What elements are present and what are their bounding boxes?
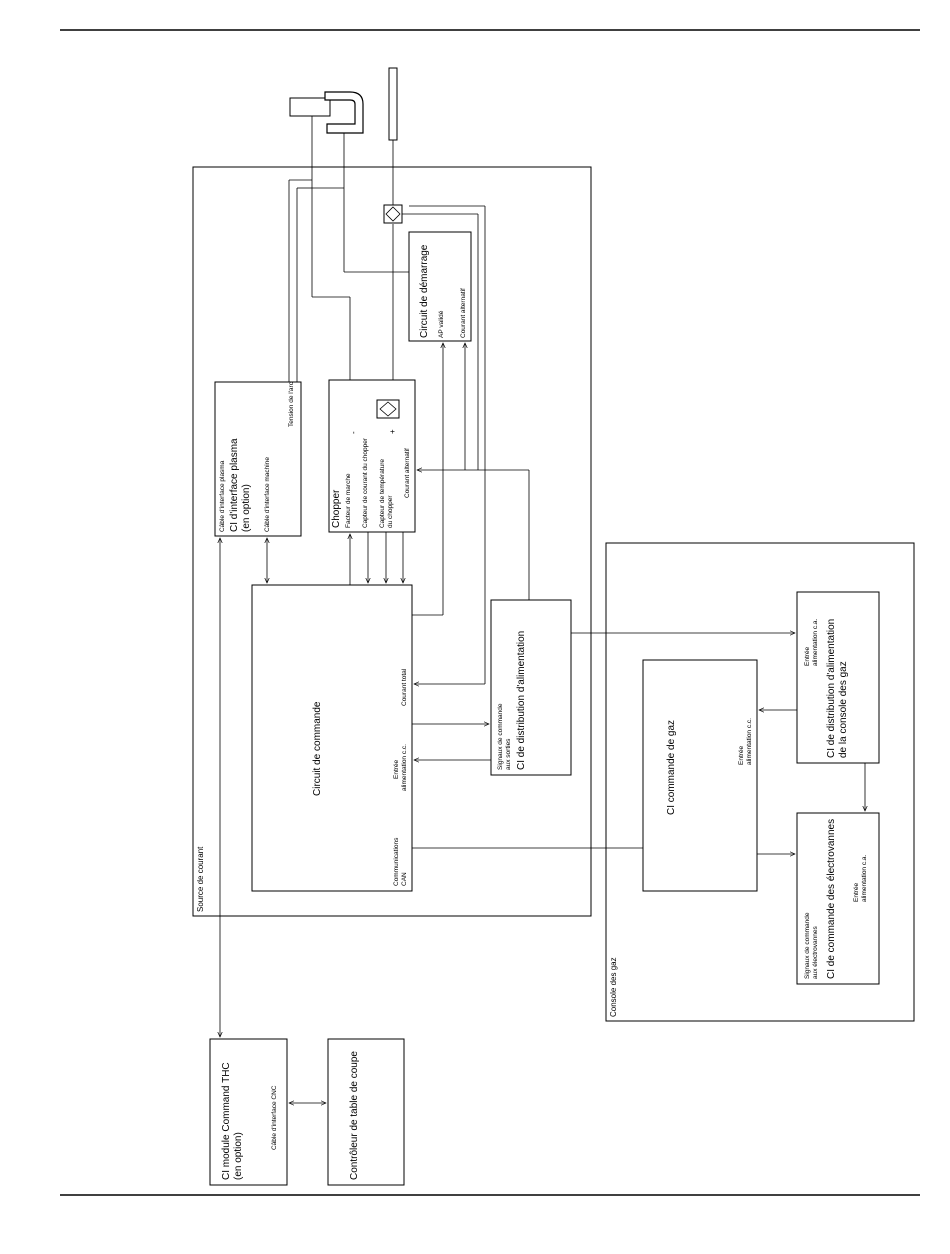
power-distribution-box — [490, 599, 572, 776]
torch-icon — [289, 91, 364, 134]
valve-control-box — [796, 812, 880, 985]
start-circuit-box — [408, 231, 472, 342]
control-circuit-dc-input-2: alimentation c.c. — [401, 744, 408, 791]
control-circuit-title: Circuit de commande — [312, 701, 323, 796]
gas-power-distribution-ac-1: Entrée — [804, 646, 811, 666]
gas-control-box — [642, 659, 758, 892]
gas-console-label: Console des gaz — [609, 957, 618, 1017]
gas-power-distribution-ac-2: alimentation c.a. — [812, 618, 819, 666]
chopper-temp-sensor-1: Capteur de température — [379, 459, 386, 528]
control-circuit-box — [251, 584, 413, 892]
valve-control-title: CI de commande des électrovannes — [826, 819, 837, 979]
control-circuit-total-current: Courant total — [401, 668, 408, 706]
table-controller-title: Contrôleur de table de coupe — [349, 1051, 360, 1180]
power-distribution-signals-1: Signaux de commande — [497, 703, 504, 770]
rectifier-icon — [383, 204, 403, 224]
thc-module-cnc-cable: Câble d'interface CNC — [271, 1085, 278, 1150]
thc-module-box — [209, 1038, 288, 1186]
torch-wires — [288, 116, 486, 440]
gas-control-dc-input-2: alimentation c.c. — [746, 718, 753, 765]
chopper-ac-current: Courant alternatif — [404, 448, 411, 498]
control-circuit-can-2: CAN — [401, 872, 408, 886]
start-circuit-ap-valid: AP validé — [438, 310, 445, 338]
valve-control-signals-1: Signaux de commande — [804, 912, 811, 979]
power-source-label: Source de courant — [196, 846, 205, 912]
control-circuit-can-1: Communications — [393, 837, 400, 886]
chopper-rectifier-icon — [376, 399, 400, 419]
plasma-interface-cable-machine: Câble d'interface machine — [264, 457, 271, 532]
chopper-temp-sensor-2: du chopper — [387, 495, 394, 528]
gas-control-title: CI commande de gaz — [666, 720, 677, 815]
start-circuit-title: Circuit de démarrage — [419, 244, 430, 338]
valve-control-ac-1: Entrée — [853, 882, 860, 902]
valve-control-ac-2: alimentation c.a. — [861, 854, 868, 902]
chopper-box — [328, 379, 416, 533]
chopper-current-sensor: Capteur de courant du chopper — [362, 437, 369, 528]
power-distribution-title: CI de distribution d'alimentation — [516, 631, 527, 770]
plasma-interface-box — [214, 381, 302, 537]
connections — [220, 343, 865, 1103]
plasma-interface-title-2: (en option) — [241, 484, 252, 532]
plasma-interface-title-1: CI d'interface plasma — [229, 438, 240, 532]
plasma-interface-arc-voltage: Tension de l'arc — [288, 381, 295, 427]
plasma-interface-cable-plasma: Câble d'interface plasma — [219, 460, 226, 532]
thc-module-title-2: (en option) — [233, 1132, 244, 1180]
valve-control-signals-2: aux électrovannes — [812, 925, 819, 979]
gas-power-distribution-box — [796, 591, 880, 764]
thc-module-title-1: CI module Command THC — [221, 1062, 232, 1180]
gas-control-dc-input-1: Entrée — [738, 745, 745, 765]
gas-power-distribution-title-1: CI de distribution d'alimentation — [826, 619, 837, 758]
chopper-title: Chopper — [331, 489, 342, 528]
gas-power-distribution-title-2: de la console des gaz — [838, 661, 849, 758]
power-distribution-signals-2: aux sorties — [505, 738, 512, 770]
chopper-minus: - — [349, 431, 358, 434]
chopper-duty: Facteur de marche — [345, 473, 352, 528]
control-circuit-dc-input-1: Entrée — [393, 759, 400, 779]
chopper-plus: + — [388, 429, 397, 434]
work-clamp-icon — [388, 67, 398, 141]
start-circuit-ac-current: Courant alternatif — [460, 288, 467, 338]
table-controller-box — [327, 1038, 405, 1186]
